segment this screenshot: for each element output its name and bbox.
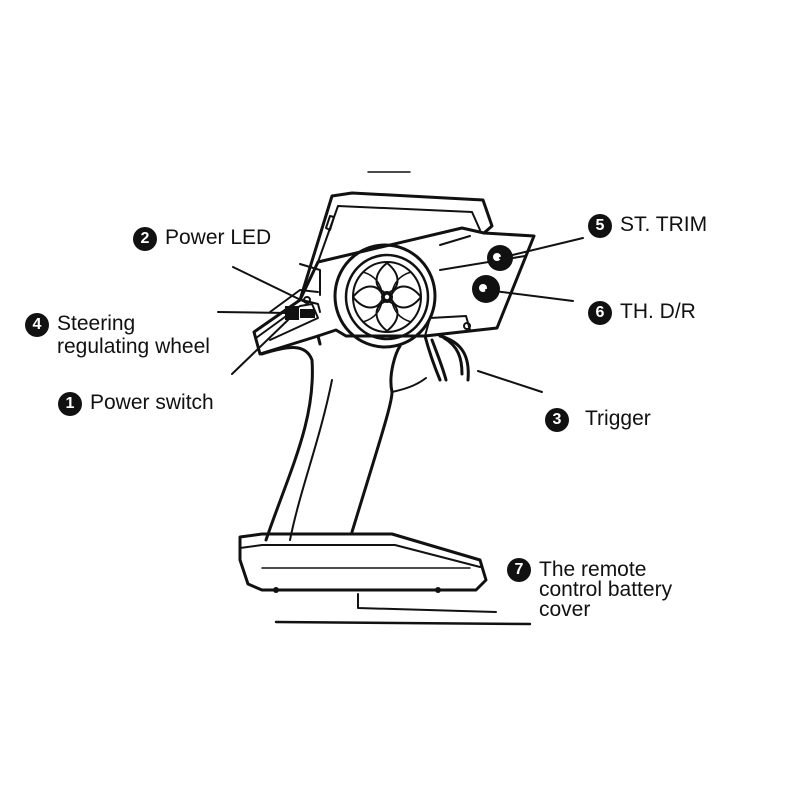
leader-lines — [217, 237, 584, 393]
callout-label: ST. TRIM — [620, 213, 708, 236]
callout-label: The remote — [539, 558, 647, 581]
callout-label: regulating wheel — [57, 335, 210, 358]
number-badge: 5 — [588, 214, 612, 238]
callout-th-dr: 6 TH. D/R — [588, 301, 696, 325]
number-badge: 2 — [133, 227, 157, 251]
battery-cover — [238, 532, 532, 626]
lower-body-detail — [424, 315, 471, 337]
number-badge: 7 — [507, 558, 531, 582]
steering-wheel — [333, 243, 437, 349]
power-switch-area — [285, 296, 315, 320]
leader-line-th-dr — [485, 289, 574, 302]
callout-label: TH. D/R — [620, 300, 696, 323]
callout-power-switch: 1 Power switch — [58, 392, 214, 416]
display-hood — [298, 171, 494, 302]
leader-line-power-switch — [231, 319, 289, 375]
number-badge: 6 — [588, 301, 612, 325]
leader-line-trigger — [477, 370, 543, 393]
leader-line-st-trim — [499, 237, 584, 259]
trigger — [423, 334, 470, 382]
number-badge: 3 — [545, 408, 569, 432]
callout-label: Power LED — [165, 226, 272, 249]
callout-steering-regulating-wheel: 4 Steering regulating wheel — [25, 312, 210, 358]
number-badge: 4 — [25, 313, 49, 337]
leader-line-steering-wheel — [217, 311, 289, 314]
callout-label: Power switch — [90, 391, 214, 414]
th-dr-knob — [472, 275, 500, 303]
callout-power-led: 2 Power LED — [133, 227, 271, 251]
callout-label: Steering — [57, 312, 136, 335]
callout-trigger: 3 Trigger — [545, 408, 651, 432]
callout-battery-cover: 7 The remote control battery cover — [507, 558, 672, 620]
callout-st-trim: 5 ST. TRIM — [588, 214, 707, 238]
grip-handle — [260, 334, 427, 542]
callout-label: control battery — [539, 578, 673, 601]
leader-line-power-led — [232, 266, 306, 303]
callout-label: cover — [539, 598, 591, 621]
callout-label: Trigger — [585, 407, 651, 430]
number-badge: 1 — [58, 392, 82, 416]
